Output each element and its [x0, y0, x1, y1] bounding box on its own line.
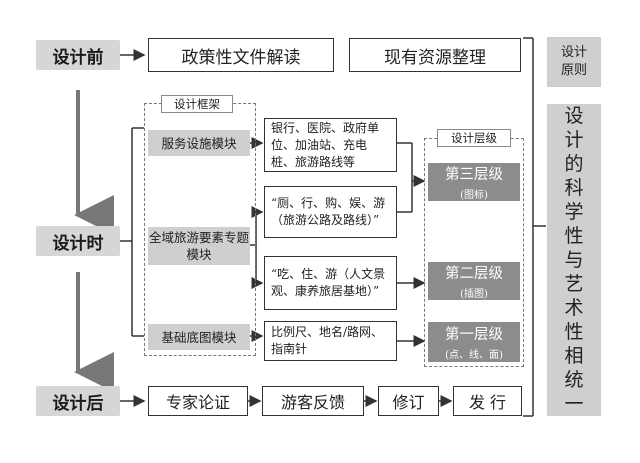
step-revise: 修订	[378, 386, 439, 416]
step-publish: 发 行	[453, 386, 522, 416]
level-first-title: 第一层级	[445, 327, 503, 343]
module-tourism: 全域旅游要素专题模块	[148, 227, 250, 265]
level-third-title: 第三层级	[445, 167, 503, 183]
level-first-sub: (点、线、面)	[445, 350, 503, 361]
step-feedback: 游客反馈	[262, 386, 364, 416]
stage-before: 设计前	[36, 40, 120, 70]
level-third-sub: (图标)	[460, 190, 488, 201]
module-service: 服务设施模块	[148, 130, 250, 156]
policy-box: 政策性文件解读	[148, 38, 334, 72]
framework-label: 设计框架	[161, 95, 233, 113]
level-third: 第三层级 (图标)	[428, 163, 520, 201]
stage-after: 设计后	[36, 386, 120, 416]
principles-text: 设计的科学性与艺术性相统一	[547, 104, 601, 416]
levels-label: 设计层级	[437, 129, 511, 147]
level-first: 第一层级 (点、线、面)	[428, 322, 520, 362]
step-expert: 专家论证	[148, 386, 248, 416]
detail-base: 比例尺、地名/路网、指南针	[264, 321, 397, 361]
level-second: 第二层级 (插图)	[428, 262, 520, 300]
detail-service: 银行、医院、政府单位、加油站、充电桩、旅游路线等	[264, 118, 397, 172]
resources-box: 现有资源整理	[349, 38, 521, 72]
principles-label: 设计原则	[547, 37, 601, 87]
module-base: 基础底图模块	[148, 324, 250, 350]
level-second-title: 第二层级	[445, 266, 503, 282]
level-second-sub: (插图)	[460, 289, 488, 300]
detail-tourism-2: “吃、住、游（人文景观、康养旅居基地）”	[264, 256, 397, 310]
stage-during: 设计时	[36, 226, 120, 256]
detail-tourism-1: “厕、行、购、娱、游（旅游公路及路线）”	[264, 186, 397, 238]
